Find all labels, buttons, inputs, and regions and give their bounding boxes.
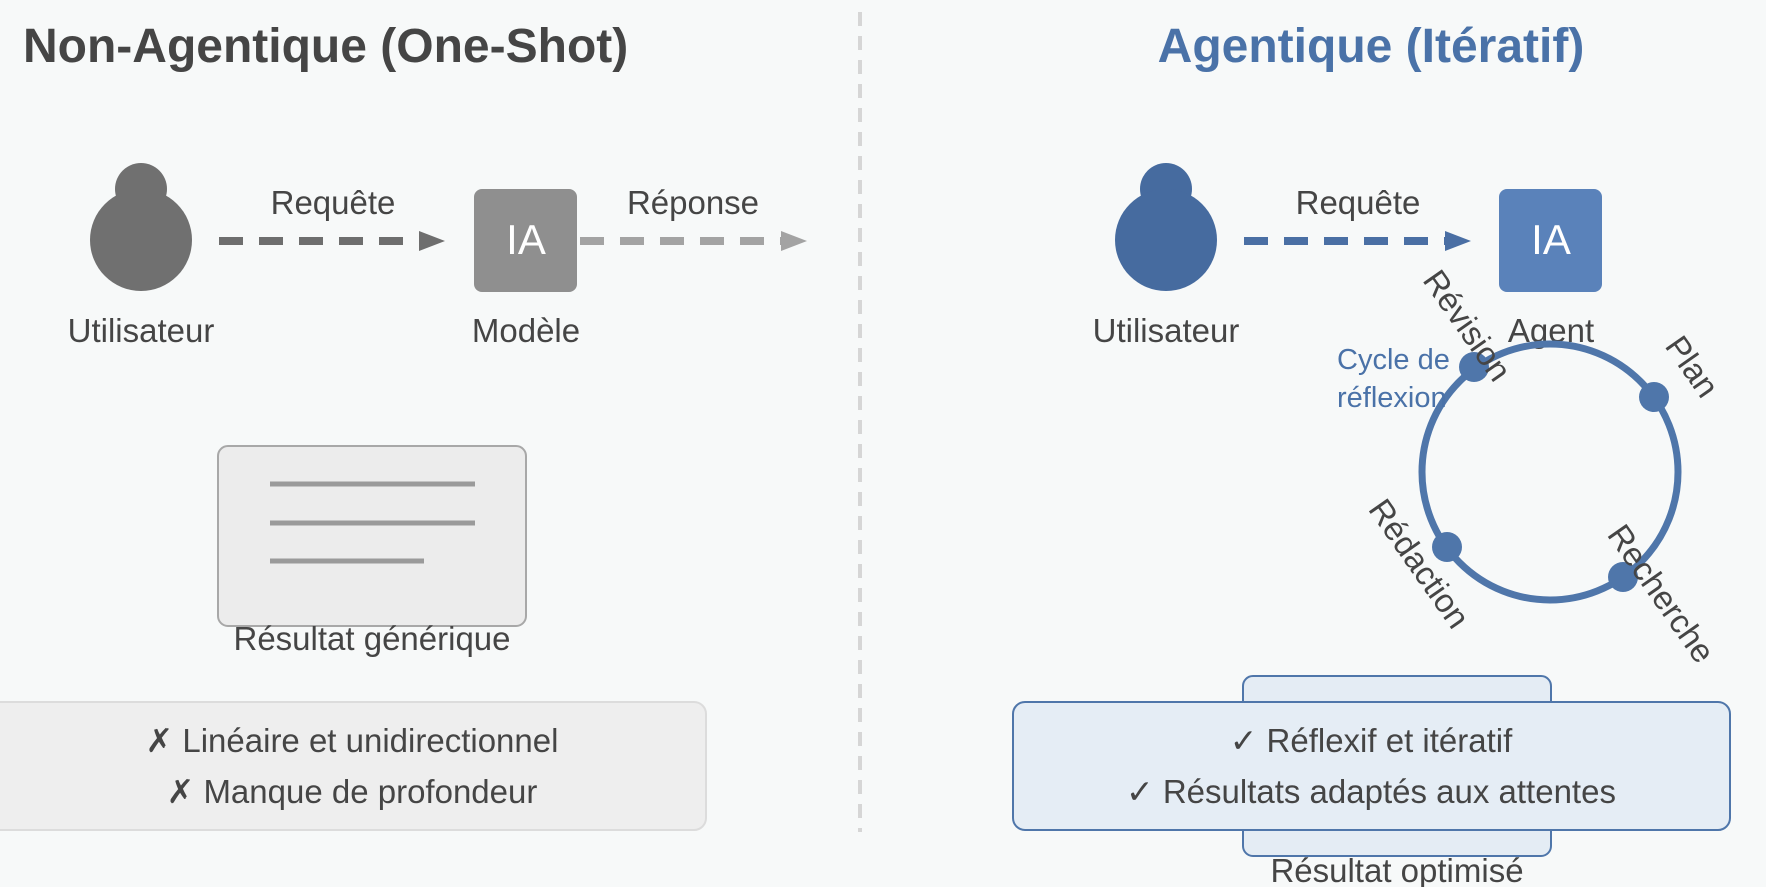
left-title: Non-Agentique (One-Shot): [23, 20, 628, 73]
user-icon: [90, 163, 192, 291]
left-summary-line-2: ✗ Manque de profondeur: [167, 773, 538, 810]
cycle-node-revision: [1459, 352, 1489, 382]
right-summary-line-1: ✓ Réflexif et itératif: [1230, 722, 1513, 759]
left-summary-line-1: ✗ Linéaire et unidirectionnel: [146, 722, 559, 759]
cycle-label-line-2: réflexion: [1337, 382, 1447, 414]
left-summary-box: ✗ Linéaire et unidirectionnel ✗ Manque d…: [0, 701, 707, 831]
model-label: Modèle: [472, 312, 580, 349]
cycle-node-recherche: [1608, 562, 1638, 592]
model-box-text: IA: [506, 216, 546, 263]
generic-result-label: Résultat générique: [233, 620, 510, 657]
right-user-label: Utilisateur: [1093, 312, 1240, 349]
optimized-result-label: Résultat optimisé: [1270, 852, 1523, 887]
right-summary-box: ✓ Réflexif et itératif ✓ Résultats adapt…: [1012, 701, 1731, 831]
cycle-node-redaction: [1432, 532, 1462, 562]
user-icon-blue: [1115, 163, 1217, 291]
left-response-label: Réponse: [627, 184, 759, 221]
model-box: IA: [474, 189, 577, 292]
right-summary-line-2: ✓ Résultats adaptés aux attentes: [1126, 773, 1616, 810]
right-title: Agentique (Itératif): [1158, 20, 1585, 73]
left-request-label: Requête: [271, 184, 396, 221]
generic-result-document: [217, 445, 527, 627]
cycle-step-plan: Plan: [1658, 329, 1726, 404]
cycle-label-line-1: Cycle de: [1337, 344, 1450, 376]
reflection-cycle-ring: [1418, 340, 1682, 604]
agent-box: IA: [1499, 189, 1602, 292]
cycle-node-plan: [1639, 382, 1669, 412]
right-request-label: Requête: [1296, 184, 1421, 221]
agent-box-text: IA: [1531, 216, 1571, 263]
left-user-label: Utilisateur: [68, 312, 215, 349]
